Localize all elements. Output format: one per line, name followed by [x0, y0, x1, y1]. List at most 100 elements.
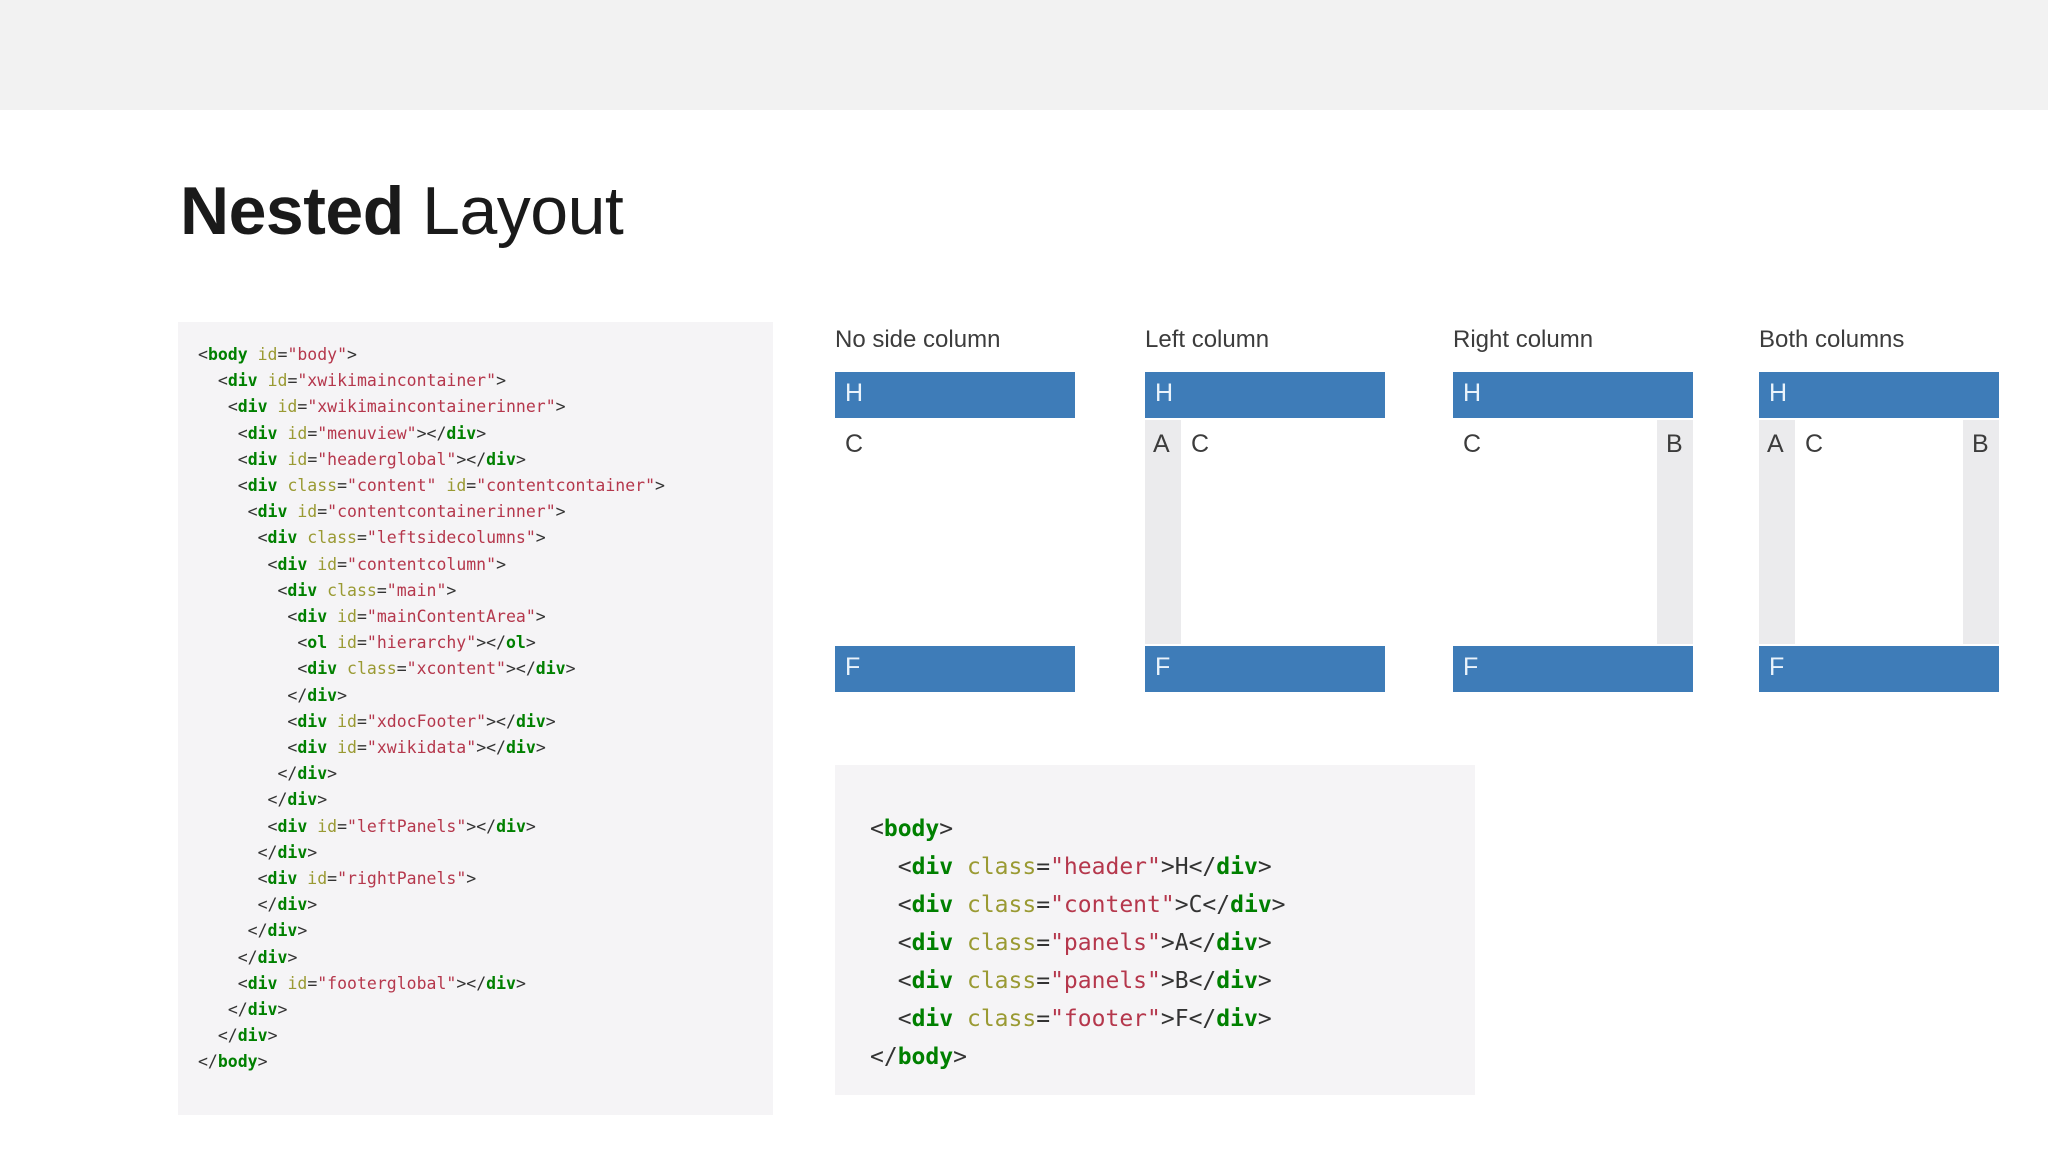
- code-token-punct: <: [897, 854, 912, 880]
- code-token-attr: class: [327, 580, 377, 600]
- code-token-tag: div: [307, 659, 338, 679]
- code-token-tag: div: [257, 947, 288, 967]
- code-token-eq: =: [356, 528, 367, 548]
- code-token-attr: id: [287, 973, 308, 993]
- code-token-eq: =: [1036, 1006, 1051, 1032]
- diagram-right-panel: B: [1657, 420, 1693, 644]
- code-token-punct: >: [257, 1052, 268, 1072]
- diagram-footer-bar: F: [835, 646, 1075, 692]
- code-token-punct: <: [287, 738, 298, 758]
- code-token-text: [198, 659, 297, 678]
- top-gray-band: [0, 0, 2048, 110]
- code-token-text: [268, 397, 278, 416]
- code-token-punct: </: [247, 921, 268, 941]
- code-token-punct: <: [217, 371, 228, 391]
- code-token-eq: =: [396, 659, 407, 679]
- code-token-tag: div: [277, 816, 308, 836]
- code-token-eq: =: [297, 397, 308, 417]
- code-token-tag: body: [883, 816, 940, 842]
- code-token-eq: =: [277, 345, 288, 364]
- code-token-text: [953, 1006, 967, 1032]
- code-line: <div id="xwikimaincontainerinner">: [198, 394, 773, 420]
- code-line: </body>: [198, 1049, 773, 1075]
- simplified-code-block: <body> <div class="header">H</div> <div …: [835, 765, 1475, 1095]
- code-token-eq: =: [376, 580, 387, 600]
- code-token-tag: div: [535, 659, 566, 679]
- code-token-eq: =: [1036, 892, 1051, 918]
- code-token-punct: >: [267, 1026, 278, 1046]
- code-token-str: "leftsidecolumns": [366, 528, 536, 548]
- code-token-tag: div: [297, 764, 328, 784]
- code-token-tag: div: [247, 1000, 278, 1020]
- code-token-attr: id: [317, 816, 338, 836]
- code-token-tag: div: [267, 528, 298, 548]
- code-token-punct: >: [515, 449, 526, 469]
- code-token-text: [198, 948, 238, 967]
- code-token-text: [198, 397, 228, 416]
- code-token-punct: </: [1188, 1006, 1217, 1032]
- code-token-punct: <: [198, 345, 208, 364]
- code-token-punct: >: [525, 633, 536, 653]
- code-token-str: "rightPanels": [337, 869, 467, 889]
- code-line: </div>: [198, 761, 773, 787]
- code-line: <div class="main">: [198, 578, 773, 604]
- page-title-light: Layout: [403, 173, 624, 249]
- code-token-eq: =: [337, 476, 348, 496]
- code-token-punct: <: [297, 633, 308, 653]
- code-token-str: "contentcontainerinner": [327, 502, 556, 522]
- code-token-text: [327, 738, 337, 757]
- code-line: <div id="headerglobal"></div>: [198, 447, 773, 473]
- code-line: </div>: [198, 918, 773, 944]
- code-token-tag: div: [247, 973, 278, 993]
- code-token-text: [248, 345, 258, 364]
- code-token-tag: div: [911, 854, 954, 880]
- code-line: <div id="footerglobal"></div>: [198, 971, 773, 997]
- code-line: <div class="header">H</div>: [870, 848, 1475, 886]
- code-token-text: [198, 502, 248, 521]
- code-line: </div>: [198, 892, 773, 918]
- code-token-text: [198, 974, 238, 993]
- code-token-attr: class: [966, 1006, 1037, 1032]
- code-token-punct: >: [1160, 1006, 1175, 1032]
- code-token-str: "xwikidata": [366, 738, 477, 758]
- code-token-punct: <: [267, 554, 278, 574]
- code-token-eq: =: [356, 607, 367, 627]
- code-line: <div id="mainContentArea">: [198, 604, 773, 630]
- diagram-content-area: C: [1795, 420, 1963, 644]
- code-token-tag: body: [897, 1044, 954, 1070]
- diagram-footer-bar: F: [1145, 646, 1385, 692]
- code-token-eq: =: [287, 371, 298, 391]
- code-token-text: [198, 686, 287, 705]
- diagram-header-bar: H: [1453, 372, 1693, 418]
- code-token-text: [198, 712, 287, 731]
- code-token-attr: id: [307, 869, 328, 889]
- code-token-text: [198, 607, 287, 626]
- code-token-tag: div: [237, 397, 268, 417]
- code-token-punct: <: [897, 892, 912, 918]
- code-token-tag: div: [911, 930, 954, 956]
- diagram-footer-bar: F: [1453, 646, 1693, 692]
- code-token-text: [307, 555, 317, 574]
- code-token-punct: <: [897, 930, 912, 956]
- code-token-text: [870, 892, 898, 918]
- main-code-block: <body id="body"> <div id="xwikimainconta…: [178, 322, 773, 1115]
- code-token-punct: </: [237, 947, 258, 967]
- code-token-punct: >: [287, 947, 298, 967]
- code-token-text: [953, 968, 967, 994]
- code-line: </body>: [870, 1038, 1475, 1076]
- code-token-tag: div: [486, 449, 516, 469]
- code-token-eq: =: [356, 633, 367, 653]
- code-token-punct: >: [555, 502, 566, 522]
- code-token-punct: >: [525, 816, 536, 836]
- code-token-punct: >: [535, 738, 546, 758]
- code-token-punct: </: [257, 895, 278, 915]
- code-line: <ol id="hierarchy"></ol>: [198, 630, 773, 656]
- code-token-str: "footer": [1050, 1006, 1161, 1032]
- code-token-tag: ol: [307, 633, 328, 653]
- code-token-tag: div: [287, 790, 318, 810]
- code-token-text: [198, 817, 268, 836]
